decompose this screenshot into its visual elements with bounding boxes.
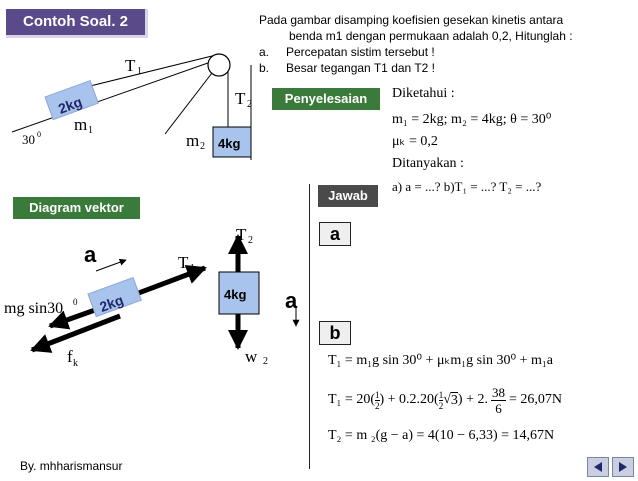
incline-pulley-figure: 2kg 4kg T 1 T 2 m 1 m 2 30 0	[11, 53, 252, 160]
label-w2-sub: 2	[263, 356, 268, 367]
label-fk-sub: k	[73, 358, 78, 369]
pulley-wheel	[207, 53, 231, 77]
label-w2: w	[245, 347, 258, 366]
problem-intro-line1: Pada gambar disamping koefisien gesekan …	[259, 13, 564, 27]
label-m2-sub: 2	[200, 141, 205, 152]
asked-line: a) a = ...? b)T₁ = ...? T₂ = ...?	[392, 179, 542, 194]
problem-item-a-label: a.	[259, 45, 270, 59]
known-title: Diketahui :	[392, 86, 455, 101]
block-m2	[212, 126, 252, 158]
label-t1-sub: 1	[137, 66, 142, 77]
problem-item-b-text: Besar tegangan T1 dan T2 !	[286, 61, 435, 75]
label-m2: m	[186, 131, 199, 150]
block-m2-mass: 4kg	[218, 136, 240, 151]
eq2-left: T₁ = 20(	[328, 392, 375, 407]
solution-label: Penyelesaian	[272, 88, 380, 110]
part-b-box: b	[319, 321, 351, 345]
label-vec-t2: T	[236, 225, 247, 244]
next-arrow-icon	[619, 462, 627, 472]
eq2-frac3: 38 6	[490, 384, 506, 416]
label-vec-t1-sub: 1	[190, 263, 195, 274]
vector-block-m1-mass: 2kg	[97, 292, 125, 315]
mgsin-arrow	[48, 307, 96, 330]
known-line2: μₖ = 0,2	[392, 134, 438, 149]
equation-t1-formula: T₁ = m₁g sin 30⁰ + μₖm₁g sin 30⁰ + m₁a	[328, 353, 554, 368]
label-t2: T	[235, 89, 246, 108]
problem-item-b: b. Besar tegangan T1 dan T2 !	[259, 60, 635, 76]
label-mgsin: mg sin30	[4, 300, 63, 317]
eq2-right: = 26,07N	[508, 392, 562, 407]
label-fk: f	[67, 347, 73, 366]
rope-t1	[73, 55, 213, 91]
equation-t1-calc: T₁ = 20( 1 2 ) + 0.2.20( 1 2 √3 ) + 2. 3…	[328, 380, 562, 420]
label-accel-left: a	[84, 242, 97, 267]
problem-item-b-label: b.	[259, 61, 270, 75]
part-a-box: a	[319, 222, 351, 246]
asked-title: Ditanyakan :	[392, 156, 464, 171]
problem-item-a: a. Percepatan sistim tersebut !	[259, 44, 635, 60]
block-m1-mass: 2kg	[56, 93, 84, 116]
author-credit: By. mhharismansur	[20, 459, 123, 473]
label-mgsin-sup: 0	[73, 297, 78, 307]
eq2-frac2: 1 2	[438, 389, 444, 411]
prev-slide-button[interactable]	[587, 457, 609, 477]
label-vec-t2-sub: 2	[248, 235, 253, 246]
answer-label: Jawab	[318, 185, 378, 207]
equation-t2: T₂ = m ₂(g − a) = 4(10 − 6,33) = 14,67N	[328, 428, 555, 443]
vector-diagram-figure: 2kg 4kg a a T 1 T 2 mg sin30 0 f k w 2	[4, 225, 300, 369]
vector-block-m2	[218, 271, 260, 315]
label-angle: 30	[22, 132, 35, 147]
slide-title: Contoh Soal. 2	[6, 9, 148, 38]
problem-intro-line2: benda m1 dengan permukaan adalah 0,2, Hi…	[289, 29, 573, 43]
block-m1	[44, 79, 99, 121]
incline-surface	[11, 57, 223, 133]
eq2-mid2: ) + 2.	[457, 392, 488, 407]
eq2-sqrt-value: 3	[450, 391, 458, 408]
vector-block-m2-mass: 4kg	[224, 287, 246, 302]
prev-arrow-icon	[594, 462, 602, 472]
accel-arrow-m1	[95, 258, 127, 272]
problem-statement: Pada gambar disamping koefisien gesekan …	[259, 12, 635, 76]
problem-item-a-text: Percepatan sistim tersebut !	[286, 45, 435, 59]
divider-line	[309, 184, 310, 469]
label-t1: T	[125, 56, 136, 75]
label-m1-sub: 1	[88, 125, 93, 136]
next-slide-button[interactable]	[612, 457, 634, 477]
eq2-frac1: 1 2	[375, 389, 380, 411]
vector-block-m1	[87, 276, 142, 318]
known-line1: m₁ = 2kg; m₂ = 4kg; θ = 30⁰	[392, 112, 552, 127]
eq2-mid1: ) + 0.2.20(	[379, 392, 439, 407]
label-accel-right: a	[285, 288, 298, 313]
fk-arrow	[30, 313, 121, 353]
label-vec-t1: T	[178, 253, 189, 272]
label-m1: m	[74, 115, 87, 134]
label-angle-sup: 0	[37, 130, 41, 139]
label-t2-sub: 2	[247, 99, 252, 110]
eq2-sqrt-symbol: √	[443, 392, 451, 407]
vector-diagram-label: Diagram vektor	[13, 197, 140, 219]
